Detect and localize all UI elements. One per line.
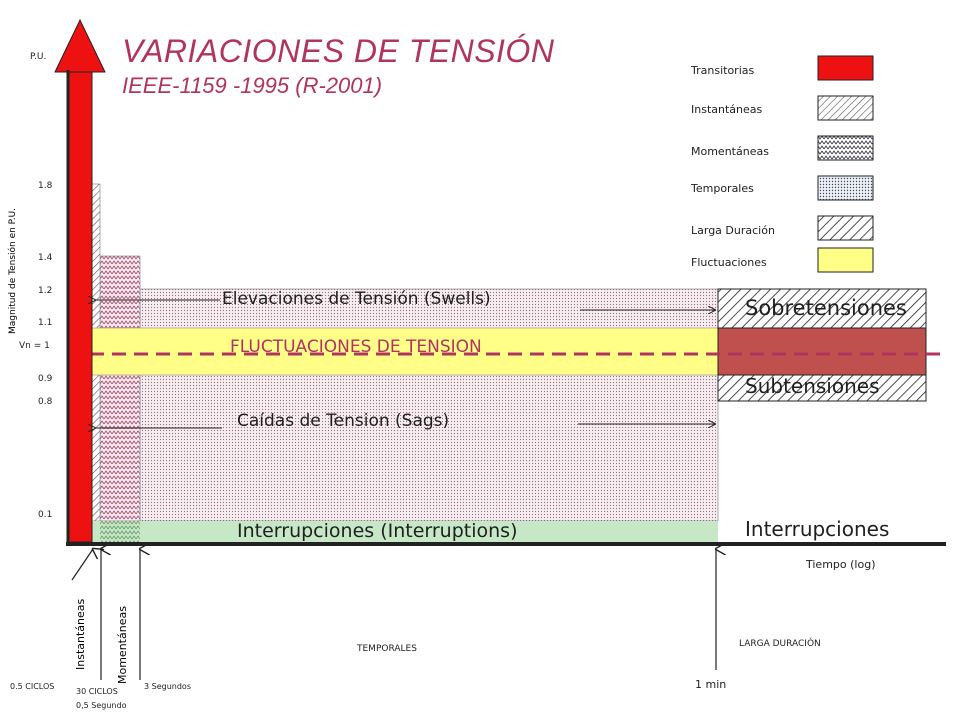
subtensiones-label: Subtensiones (745, 374, 880, 398)
boundary-note: 0,5 Segundo (76, 701, 127, 710)
momentaneas-region (99, 255, 141, 522)
region-label-temporales: TEMPORALES (357, 644, 417, 654)
fluctuation-band (67, 327, 719, 376)
legend-label-momentaneas: Momentáneas (691, 145, 769, 158)
sobretensiones-label: Sobretensiones (745, 296, 907, 320)
y-tick-label: 1.4 (38, 253, 53, 263)
diagram-subtitle: IEEE-1159 -1995 (R-2001) (122, 73, 383, 98)
boundary-label: 1 min (695, 678, 727, 691)
region-label-momentaneas: Momentáneas (116, 606, 129, 684)
fluctuation-label: FLUCTUACIONES DE TENSION (230, 337, 482, 357)
diagram-title: VARIACIONES DE TENSIÓN (122, 33, 555, 69)
interruption-band-zig (100, 521, 140, 542)
x-axis-title: Tiempo (log) (806, 558, 876, 571)
swells-label: Elevaciones de Tensión (Swells) (222, 289, 491, 309)
transient-bar (67, 69, 93, 543)
y-tick-label: Vn = 1 (19, 341, 50, 351)
boundary-label: 0.5 CICLOS (10, 682, 55, 691)
legend-swatch-momentaneas (817, 135, 874, 161)
up-arrow-icon (54, 18, 106, 73)
legend-swatch-transitorias (817, 55, 874, 81)
temporales-region (139, 288, 719, 522)
legend-swatch-temporales (817, 175, 874, 201)
y-tick-label: 1.1 (38, 318, 53, 328)
legend-label-larga-duracion: Larga Duración (691, 224, 775, 237)
legend-label-fluctuaciones: Fluctuaciones (691, 256, 767, 269)
sags-label: Caídas de Tension (Sags) (237, 411, 450, 431)
y-tick-label: 0.8 (38, 397, 53, 407)
interrupciones-larga-label: Interrupciones (745, 517, 890, 541)
y-unit-label: P.U. (30, 52, 47, 62)
legend-swatch-instantaneas (817, 95, 874, 121)
legend-label-instantaneas: Instantáneas (691, 103, 763, 116)
larga-fluct-block (717, 327, 927, 376)
subtensiones-block (717, 374, 927, 402)
legend-label-temporales: Temporales (691, 182, 754, 195)
legend-swatch-larga-duracion (817, 215, 874, 241)
boundary-arrow-icon (71, 549, 93, 581)
legend-label-transitorias: Transitorias (691, 64, 755, 77)
y-axis-title: Magnitud de Tensión en P.U. (8, 207, 18, 334)
y-tick-label: 1.8 (38, 181, 53, 191)
legend-swatch-fluctuaciones (817, 247, 874, 273)
region-label-larga-duracion: LARGA DURACIÓN (739, 639, 821, 649)
boundary-label: 30 CICLOS (76, 687, 118, 696)
y-tick-label: 0.1 (38, 510, 53, 520)
boundary-label: 3 Segundos (144, 682, 191, 691)
y-tick-label: 0.9 (38, 374, 53, 384)
interruptions-label: Interrupciones (Interruptions) (237, 520, 518, 542)
sobretensiones-block (717, 288, 927, 329)
interruption-band (92, 521, 718, 542)
y-tick-label: 1.2 (38, 286, 53, 296)
region-label-instantaneas: Instantáneas (74, 598, 87, 670)
